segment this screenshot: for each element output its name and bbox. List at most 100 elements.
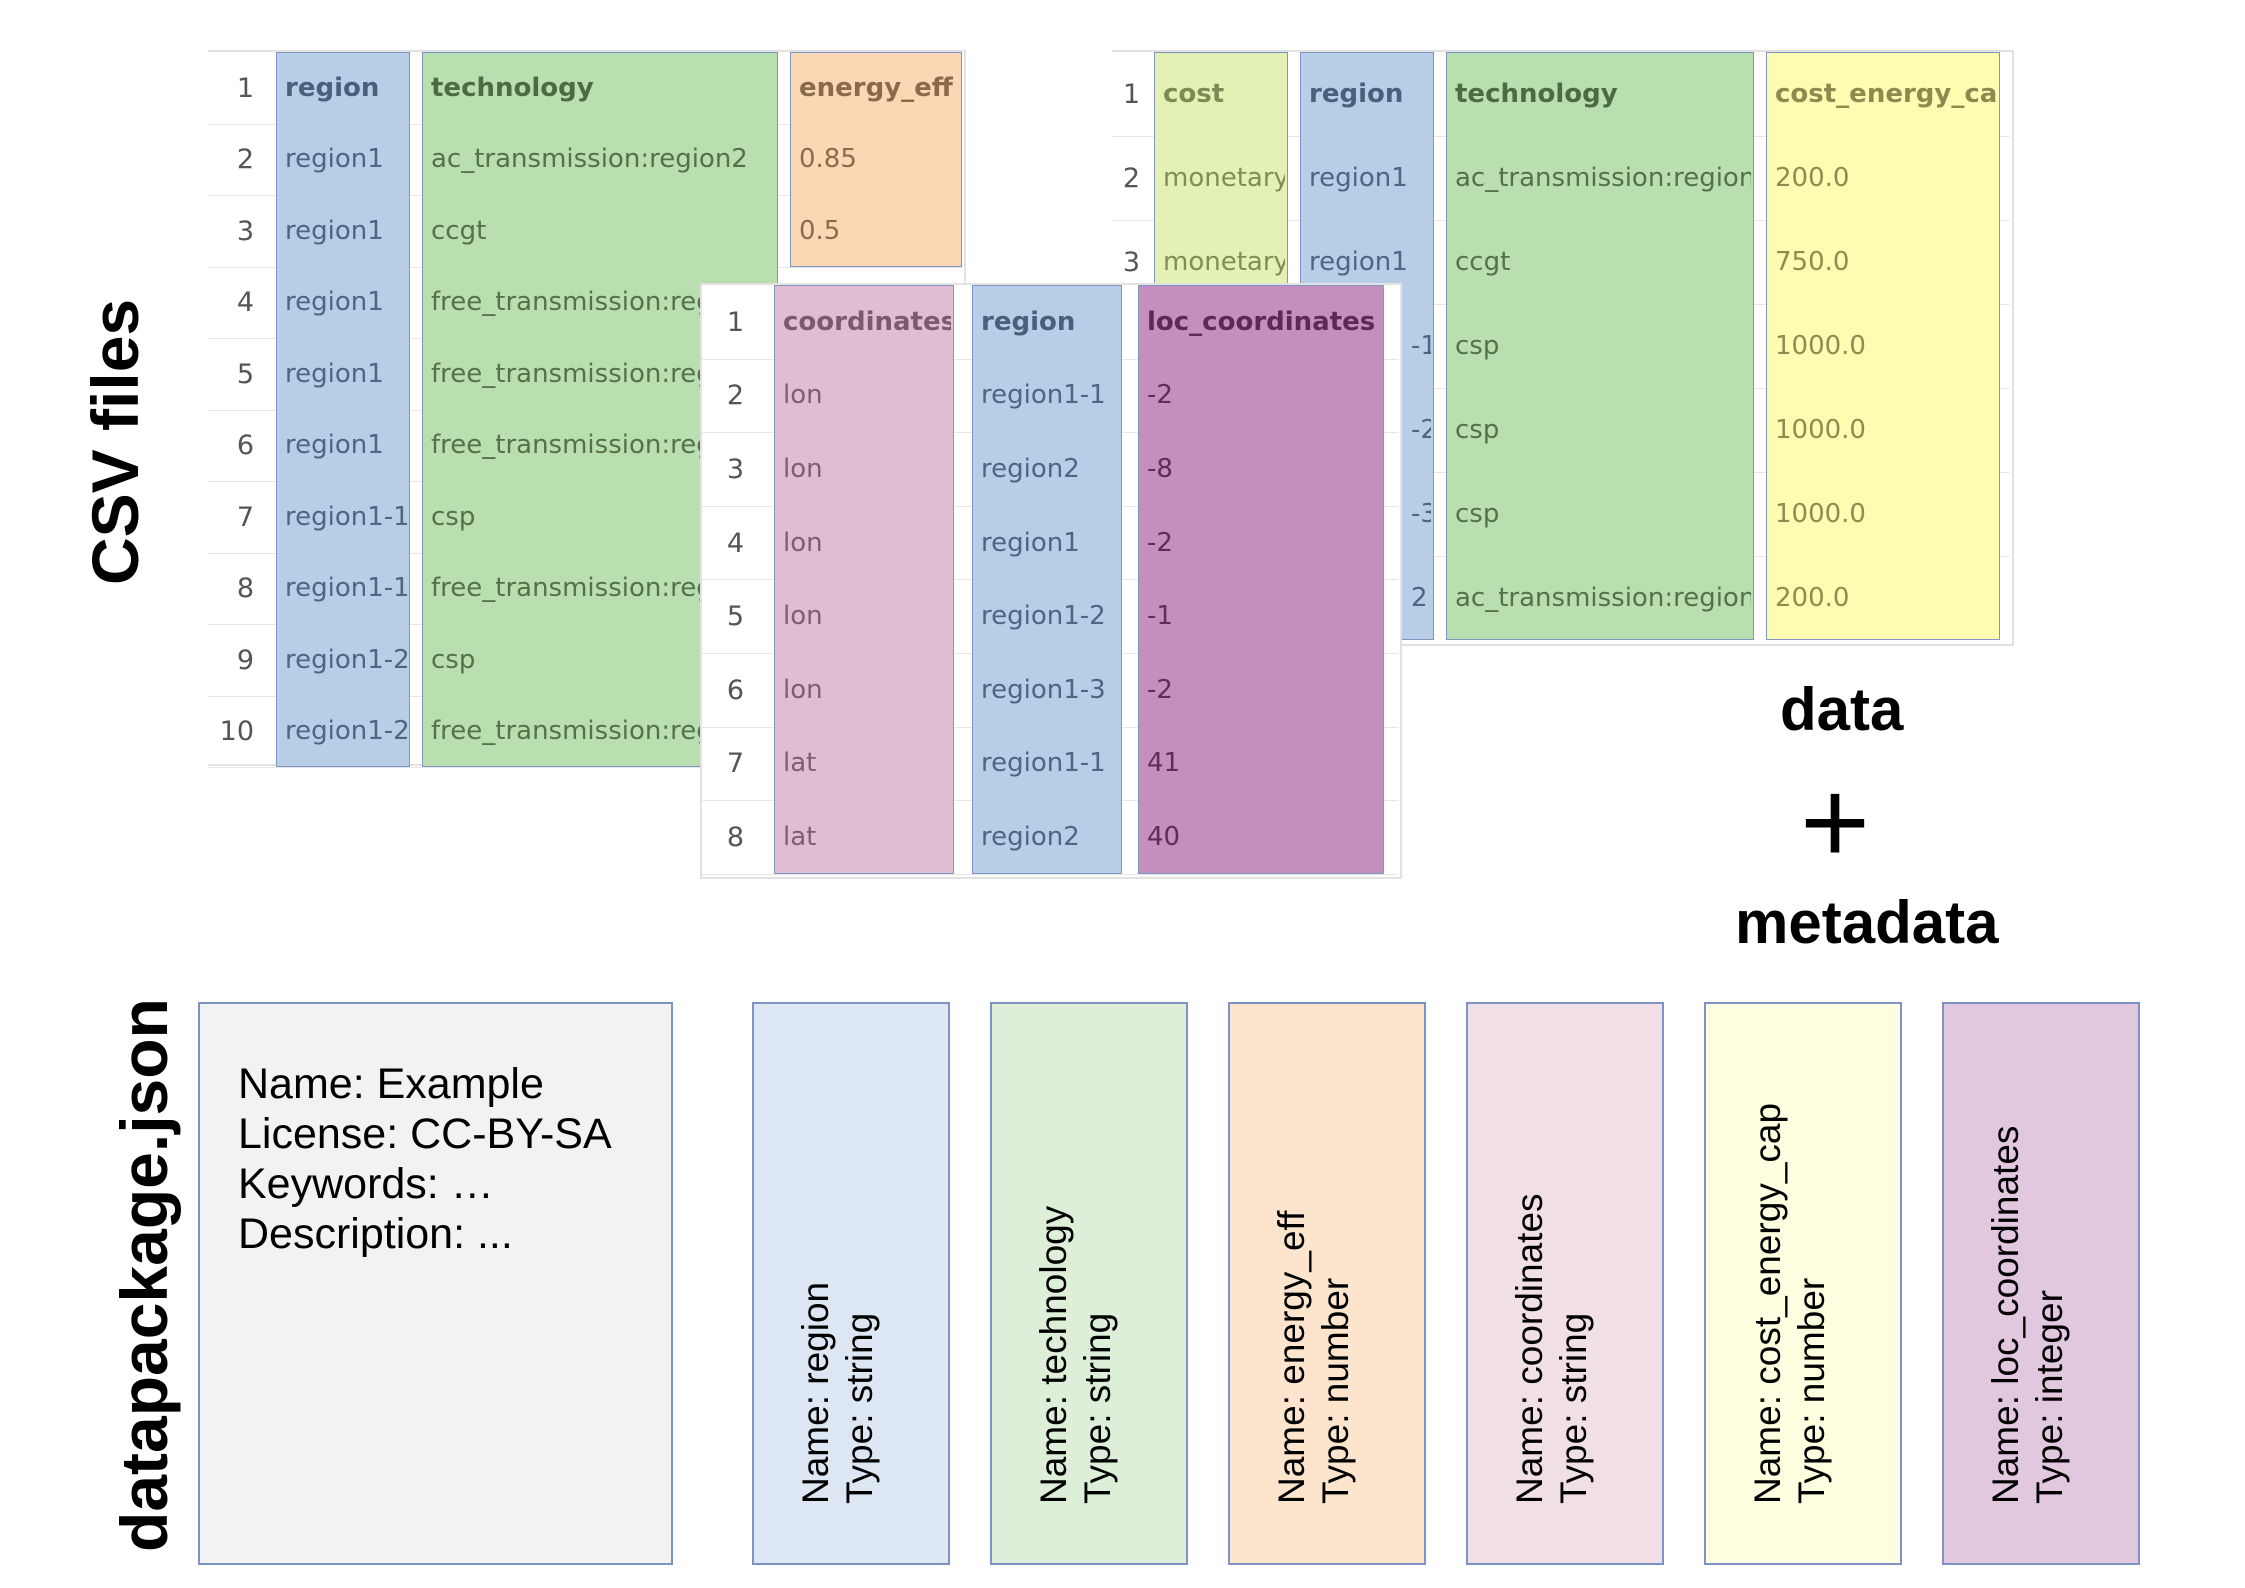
- table-cell: 200.0: [1775, 583, 1850, 613]
- column-coordinates: [774, 285, 954, 874]
- row-number: 7: [726, 748, 744, 780]
- field-type: Type: string: [1553, 1312, 1594, 1504]
- table-cell: csp: [1455, 331, 1500, 361]
- row-number: 2: [236, 144, 254, 176]
- column-header: region: [1309, 79, 1404, 109]
- table-cell: free_transmission:reg: [431, 716, 713, 747]
- table-cell: csp: [1455, 415, 1500, 445]
- table-cell: -2: [1147, 527, 1173, 558]
- table-cell: monetary: [1163, 163, 1285, 193]
- table-cell: -8: [1147, 454, 1173, 484]
- column-loc-coordinates: [1138, 285, 1384, 874]
- column-header: coordinates: [783, 306, 951, 337]
- table-cell: csp: [431, 644, 476, 675]
- row-number: 3: [726, 454, 744, 485]
- field-type: Type: integer: [2029, 1290, 2070, 1504]
- table-cell: region1: [285, 144, 384, 175]
- table-cell: ac_transmission:region2: [431, 144, 748, 175]
- column-header: region: [981, 306, 1076, 337]
- column-technology: [1446, 52, 1754, 640]
- table-cell: free_transmission:reg: [431, 358, 713, 389]
- table-cell: region1-1: [285, 573, 407, 604]
- table-cell: ccgt: [431, 215, 487, 246]
- row-number: 1: [1122, 79, 1140, 110]
- table-cell: free_transmission:reg: [431, 430, 713, 461]
- table-cell: lon: [783, 674, 823, 705]
- plus-sign: +: [1800, 755, 1871, 889]
- row-number: 7: [236, 501, 254, 533]
- row-number: 4: [726, 527, 744, 559]
- package-license: License: CC-BY-SA: [238, 1110, 612, 1158]
- table-cell: region1-1: [285, 501, 407, 532]
- table-cell: region2: [981, 454, 1080, 484]
- table-cell: 41: [1147, 748, 1181, 779]
- column-energy-eff: [790, 52, 962, 267]
- table-cell: free_transmission:reg: [431, 287, 713, 318]
- column-cost-energy-cap: [1766, 52, 2000, 640]
- column-header: cost: [1163, 79, 1225, 109]
- table-cell: region1: [1309, 163, 1408, 193]
- column-region: [276, 52, 410, 767]
- table-cell: -1: [1147, 601, 1173, 632]
- table-cell: region1: [1309, 247, 1408, 277]
- row-number: 1: [236, 72, 254, 104]
- package-keywords: Keywords: …: [238, 1160, 494, 1208]
- package-metadata-box: Name: Example License: CC-BY-SA Keywords…: [198, 1002, 673, 1565]
- field-type: Type: number: [1315, 1277, 1356, 1504]
- row-number: 3: [236, 215, 254, 247]
- field-name: Name: coordinates: [1509, 1193, 1550, 1504]
- table-cell: monetary: [1163, 247, 1285, 277]
- field-name: Name: region: [795, 1281, 836, 1504]
- table-cell: 0.85: [799, 144, 857, 175]
- package-name: Name: Example: [238, 1060, 544, 1108]
- table-cell: region1-3: [981, 674, 1106, 705]
- column-region: [972, 285, 1122, 874]
- table-cell: lon: [783, 380, 823, 411]
- table-cell: 1000.0: [1775, 415, 1866, 445]
- row-number: 4: [236, 287, 254, 319]
- row-number: 5: [726, 601, 744, 633]
- table-cell: region1: [285, 358, 384, 389]
- table-cell: region1: [285, 215, 384, 246]
- column-header: technology: [431, 72, 594, 103]
- field-type: Type: number: [1791, 1277, 1832, 1504]
- table-cell: region2: [981, 822, 1080, 852]
- table-cell: ac_transmission:region2: [1455, 163, 1751, 193]
- table-cell: region1-2: [285, 644, 407, 675]
- table-cell: 750.0: [1775, 247, 1850, 277]
- row-number: 2: [1122, 163, 1140, 194]
- metadata-label: metadata: [1735, 889, 1999, 956]
- field-name: Name: technology: [1033, 1205, 1074, 1504]
- row-number: 8: [236, 573, 254, 605]
- table-cell: region1: [285, 287, 384, 318]
- field-name: Name: energy_eff: [1271, 1210, 1312, 1504]
- row-number: 3: [1122, 247, 1140, 278]
- row-number: 2: [726, 380, 744, 412]
- table-cell: -2: [1147, 380, 1173, 411]
- table-cell: region1: [285, 430, 384, 461]
- table-cell: lat: [783, 822, 817, 852]
- table-cell: region1-2: [285, 716, 407, 747]
- row-gridline: [702, 873, 1398, 875]
- table-cell: free_transmission:reg: [431, 573, 713, 604]
- row-number: 5: [236, 358, 254, 390]
- table-cell: 0.5: [799, 215, 841, 246]
- column-header: energy_eff: [799, 72, 953, 103]
- field-type: Type: string: [1077, 1312, 1118, 1504]
- table-cell: lon: [783, 527, 823, 558]
- table-cell: ac_transmission:region1: [1455, 583, 1751, 613]
- package-description: Description: ...: [238, 1210, 513, 1258]
- column-header: technology: [1455, 79, 1618, 109]
- column-header: cost_energy_cap: [1775, 79, 1997, 109]
- field-name: Name: loc_coordinates: [1985, 1125, 2026, 1504]
- row-number: 8: [726, 822, 744, 853]
- column-header: loc_coordinates: [1147, 306, 1376, 337]
